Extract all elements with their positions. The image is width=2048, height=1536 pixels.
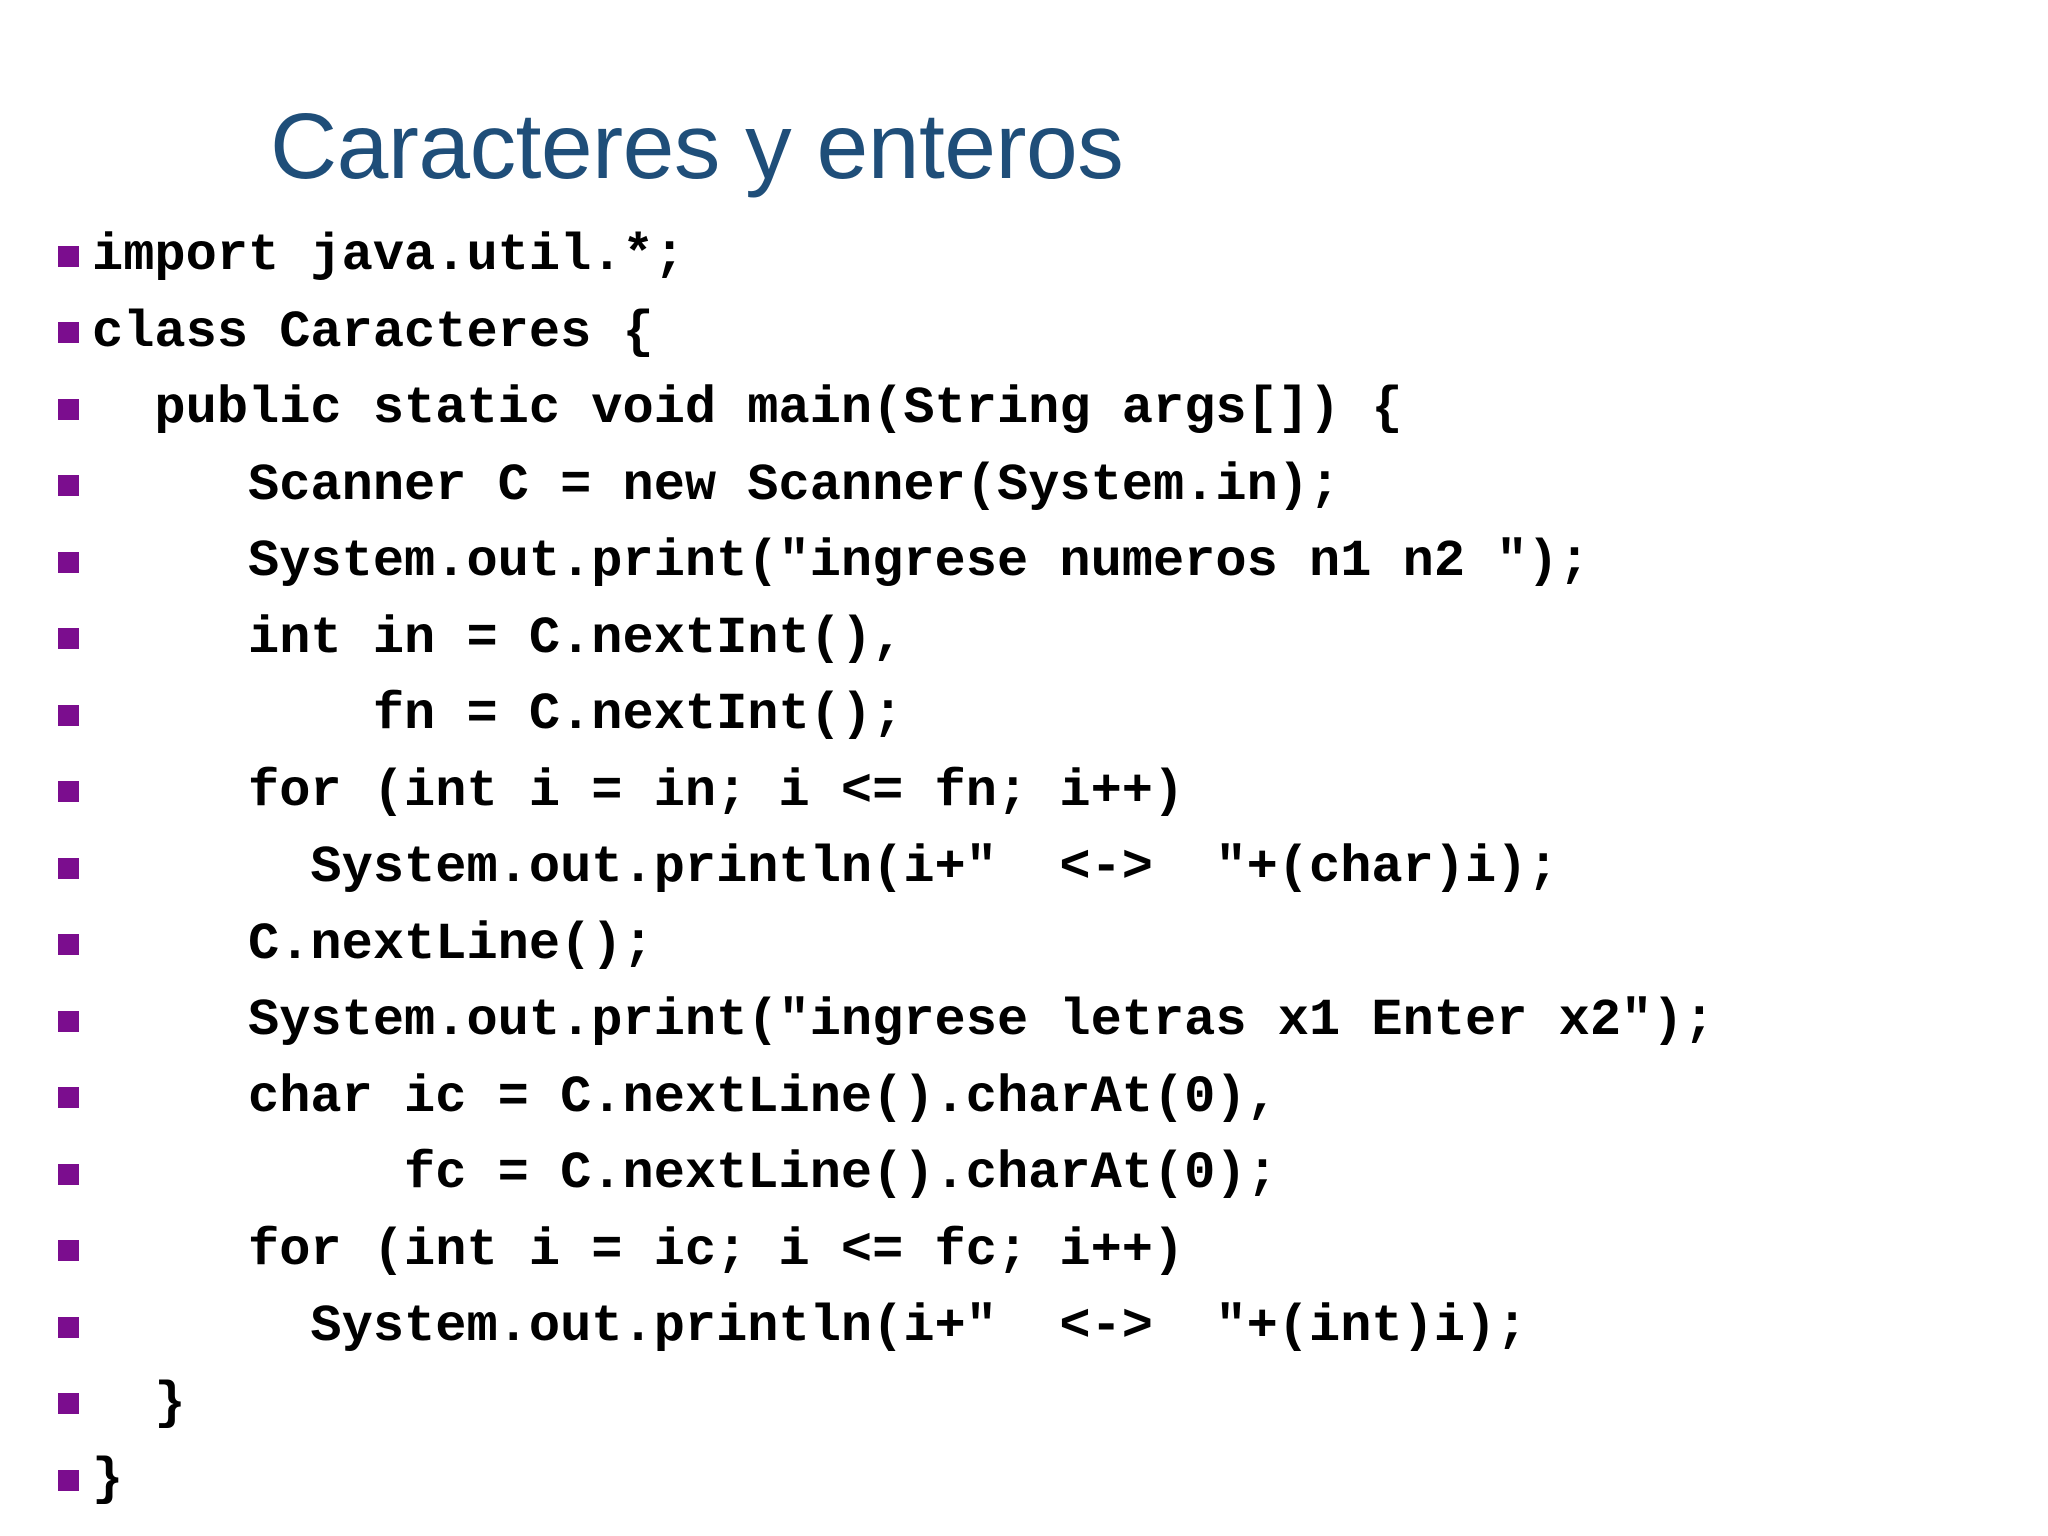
list-item[interactable]: System.out.print("ingrese numeros n1 n2 … [58,524,2018,601]
code-line-text: } [92,1373,186,1433]
code-line-text: for (int i = in; i <= fn; i++) [92,761,1185,821]
square-bullet-icon [58,371,92,448]
square-bullet-icon [58,677,92,754]
square-bullet-icon [58,1289,92,1366]
square-bullet-icon [58,448,92,525]
list-item[interactable]: fc = C.nextLine().charAt(0); [58,1136,2018,1213]
code-line-text: } [92,1450,124,1509]
square-bullet-icon [58,218,92,295]
square-bullet-icon [58,1442,92,1519]
code-line-text: C.nextLine(); [92,914,654,974]
list-item[interactable]: System.out.println(i+" <-> "+(int)i); [58,1289,2018,1366]
code-line-text: System.out.println(i+" <-> "+(int)i); [92,1297,1528,1356]
list-item[interactable]: for (int i = in; i <= fn; i++) [58,754,2018,831]
code-line-text: System.out.print("ingrese letras x1 Ente… [92,991,1715,1050]
code-line-text: public static void main(String args[]) { [92,379,1403,438]
code-line-text: import java.util.*; [92,226,685,285]
list-item[interactable]: } [58,1442,2018,1519]
square-bullet-icon [58,1366,92,1443]
list-item[interactable]: char ic = C.nextLine().charAt(0), [58,1060,2018,1137]
list-item[interactable]: fn = C.nextInt(); [58,677,2018,754]
square-bullet-icon [58,601,92,678]
square-bullet-icon [58,1136,92,1213]
code-line-text: System.out.print("ingrese numeros n1 n2 … [92,532,1590,591]
list-item[interactable]: int in = C.nextInt(), [58,601,2018,678]
code-line-text: fn = C.nextInt(); [92,685,904,744]
square-bullet-icon [58,754,92,831]
list-item[interactable]: import java.util.*; [58,218,2018,295]
square-bullet-icon [58,295,92,372]
list-item[interactable]: C.nextLine(); [58,907,2018,984]
code-line-text: fc = C.nextLine().charAt(0); [92,1144,1278,1203]
code-bullet-list: import java.util.*; class Caracteres { p… [58,218,2018,1519]
list-item[interactable]: } [58,1366,2018,1443]
square-bullet-icon [58,830,92,907]
list-item[interactable]: class Caracteres { [58,295,2018,372]
list-item[interactable]: for (int i = ic; i <= fc; i++) [58,1213,2018,1290]
square-bullet-icon [58,907,92,984]
code-line-text: int in = C.nextInt(), [92,608,904,668]
list-item[interactable]: System.out.println(i+" <-> "+(char)i); [58,830,2018,907]
list-item[interactable]: Scanner C = new Scanner(System.in); [58,448,2018,525]
code-line-text: System.out.println(i+" <-> "+(char)i); [92,838,1559,897]
square-bullet-icon [58,1060,92,1137]
code-line-text: for (int i = ic; i <= fc; i++) [92,1220,1185,1280]
code-line-text: char ic = C.nextLine().charAt(0), [92,1067,1278,1127]
code-line-text: Scanner C = new Scanner(System.in); [92,455,1341,515]
square-bullet-icon [58,1213,92,1290]
square-bullet-icon [58,524,92,601]
code-line-text: class Caracteres { [92,302,654,362]
list-item[interactable]: System.out.print("ingrese letras x1 Ente… [58,983,2018,1060]
page-title: Caracteres y enteros [270,94,1124,199]
square-bullet-icon [58,983,92,1060]
list-item[interactable]: public static void main(String args[]) { [58,371,2018,448]
